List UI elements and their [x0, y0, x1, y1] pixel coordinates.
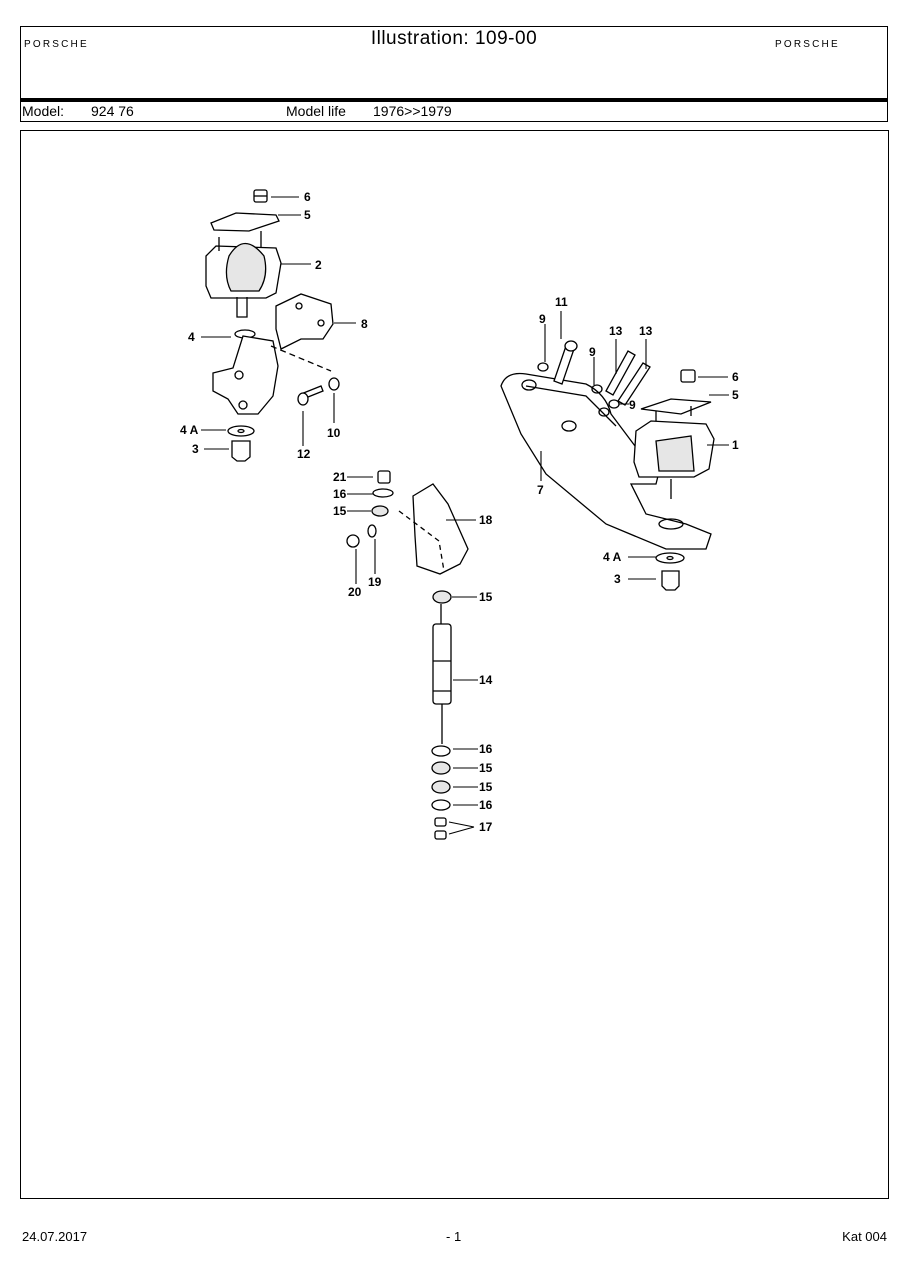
- header-box: PORSCHE Illustration: 109-00 PORSCHE: [20, 26, 888, 99]
- callout-5-right: 5: [732, 388, 739, 402]
- callout-6-right: 6: [732, 370, 739, 384]
- svg-text:PORSCHE: PORSCHE: [24, 39, 89, 49]
- footer-page-number: - 1: [446, 1229, 462, 1244]
- callout-9-b: 9: [589, 345, 596, 359]
- callout-9-a: 9: [539, 312, 546, 326]
- callout-14: 14: [479, 673, 493, 687]
- callout-1: 1: [732, 438, 739, 452]
- callout-4a-left: 4 A: [180, 423, 199, 437]
- model-bar: Model: 924 76 Model life 1976>>1979: [20, 99, 888, 122]
- callout-20: 20: [348, 585, 362, 599]
- callout-4: 4: [188, 330, 195, 344]
- footer-date: 24.07.2017: [22, 1229, 88, 1244]
- callout-15-mid: 15: [479, 761, 493, 775]
- callout-21: 21: [333, 470, 347, 484]
- callout-12: 12: [297, 447, 311, 461]
- callout-6-left: 6: [304, 190, 311, 204]
- porsche-logo-left: PORSCHE: [24, 37, 128, 49]
- callout-15-low: 15: [479, 780, 493, 794]
- callout-19: 19: [368, 575, 382, 589]
- callout-3-right: 3: [614, 572, 621, 586]
- callout-15-shock: 15: [479, 590, 493, 604]
- porsche-logo-right: PORSCHE: [775, 37, 879, 49]
- callout-18: 18: [479, 513, 493, 527]
- porsche-wordmark-icon: PORSCHE: [24, 39, 89, 49]
- callout-10: 10: [327, 426, 341, 440]
- model-value: 924 76: [91, 103, 134, 119]
- footer-catalog: Kat 004: [842, 1229, 887, 1244]
- page-title: Illustration: 109-00: [370, 28, 538, 49]
- illustration-frame: 6 5 2 8 4 4 A 3 12 10 21 16 15 18 20 19 …: [20, 130, 889, 1199]
- porsche-wordmark-icon: PORSCHE: [775, 39, 840, 49]
- model-life-label: Model life: [286, 103, 346, 119]
- callout-13-a: 13: [609, 324, 623, 338]
- callout-7: 7: [537, 483, 544, 497]
- exploded-parts-diagram: 6 5 2 8 4 4 A 3 12 10 21 16 15 18 20 19 …: [180, 189, 739, 840]
- callout-3-left: 3: [192, 442, 199, 456]
- callout-13-b: 13: [639, 324, 653, 338]
- callout-8: 8: [361, 317, 368, 331]
- callout-16-low: 16: [479, 798, 493, 812]
- model-label: Model:: [22, 103, 65, 119]
- callout-9-c: 9: [629, 398, 636, 412]
- callout-17: 17: [479, 820, 493, 834]
- callout-2: 2: [315, 258, 322, 272]
- callout-5-left: 5: [304, 208, 311, 222]
- callout-16-top: 16: [333, 487, 347, 501]
- callout-4a-right: 4 A: [603, 550, 622, 564]
- callout-16-mid: 16: [479, 742, 493, 756]
- callout-11: 11: [555, 295, 568, 309]
- model-life-value: 1976>>1979: [373, 103, 452, 119]
- svg-text:PORSCHE: PORSCHE: [775, 39, 840, 49]
- callout-15-top: 15: [333, 504, 347, 518]
